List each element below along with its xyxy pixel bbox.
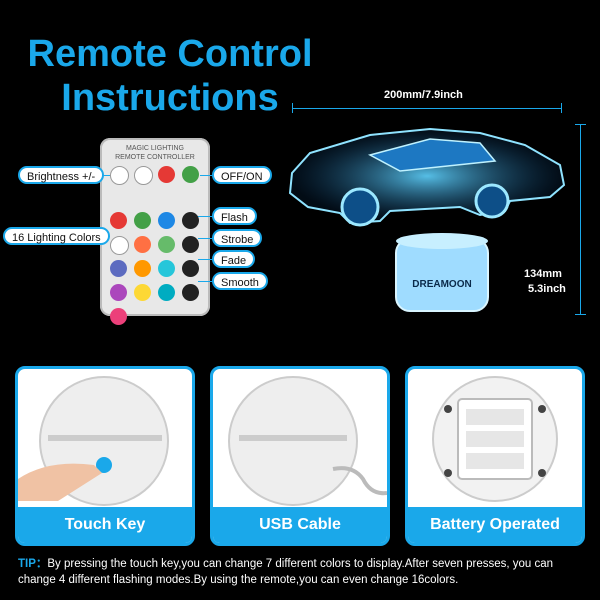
color-button bbox=[134, 260, 151, 277]
touch-base-icon bbox=[18, 376, 169, 506]
caption-touch-key: Touch Key bbox=[18, 507, 192, 543]
remote-header: MAGIC LIGHTING REMOTE CONTROLLER bbox=[115, 145, 195, 161]
on-button bbox=[182, 166, 199, 183]
color-button bbox=[110, 212, 127, 229]
color-button bbox=[134, 212, 151, 229]
color-button bbox=[158, 236, 175, 253]
title-line-2: Instructions bbox=[61, 77, 279, 119]
lamp-illustration bbox=[288, 127, 566, 312]
strobe-button bbox=[182, 236, 199, 253]
brightness-up-button bbox=[110, 166, 129, 185]
tip-prefix: TIP： bbox=[18, 558, 48, 570]
flash-button bbox=[182, 212, 199, 229]
label-fade: Fade bbox=[212, 250, 256, 268]
color-button bbox=[158, 260, 175, 277]
fade-button bbox=[182, 260, 199, 277]
color-button bbox=[110, 260, 127, 277]
title-line-1: Remote Control bbox=[27, 33, 313, 75]
height-mm: 134mm bbox=[524, 268, 562, 280]
height-in: 5.3inch bbox=[528, 283, 566, 295]
brightness-down-button bbox=[134, 166, 153, 185]
remote-controller: MAGIC LIGHTING REMOTE CONTROLLER bbox=[100, 138, 210, 325]
smooth-button bbox=[182, 284, 199, 301]
color-button bbox=[110, 236, 129, 255]
tip-text: TIP：By pressing the touch key,you can ch… bbox=[18, 556, 588, 588]
color-button bbox=[158, 212, 175, 229]
off-button bbox=[158, 166, 175, 183]
color-button bbox=[134, 284, 151, 301]
battery-icon bbox=[432, 376, 558, 502]
panel-battery: Battery Operated bbox=[405, 366, 585, 546]
tip-body: By pressing the touch key,you can change… bbox=[18, 558, 554, 586]
label-strobe: Strobe bbox=[212, 229, 263, 247]
label-brightness: Brightness +/- bbox=[18, 166, 105, 184]
caption-usb-cable: USB Cable bbox=[213, 507, 387, 543]
lamp-brand: DREAMOON bbox=[412, 279, 472, 290]
panel-usb-cable: USB Cable bbox=[210, 366, 390, 546]
caption-battery: Battery Operated bbox=[408, 507, 582, 543]
color-button bbox=[158, 284, 175, 301]
label-off-on: OFF/ON bbox=[212, 166, 272, 184]
usb-base-icon bbox=[228, 376, 387, 506]
width-dimension: 200mm/7.9inch bbox=[384, 89, 463, 101]
color-button bbox=[134, 236, 151, 253]
label-smooth: Smooth bbox=[212, 272, 268, 290]
panel-touch-key: Touch Key bbox=[15, 366, 195, 546]
color-button bbox=[110, 284, 127, 301]
color-button bbox=[110, 308, 127, 325]
label-flash: Flash bbox=[212, 207, 257, 225]
label-16-colors: 16 Lighting Colors bbox=[3, 227, 110, 245]
